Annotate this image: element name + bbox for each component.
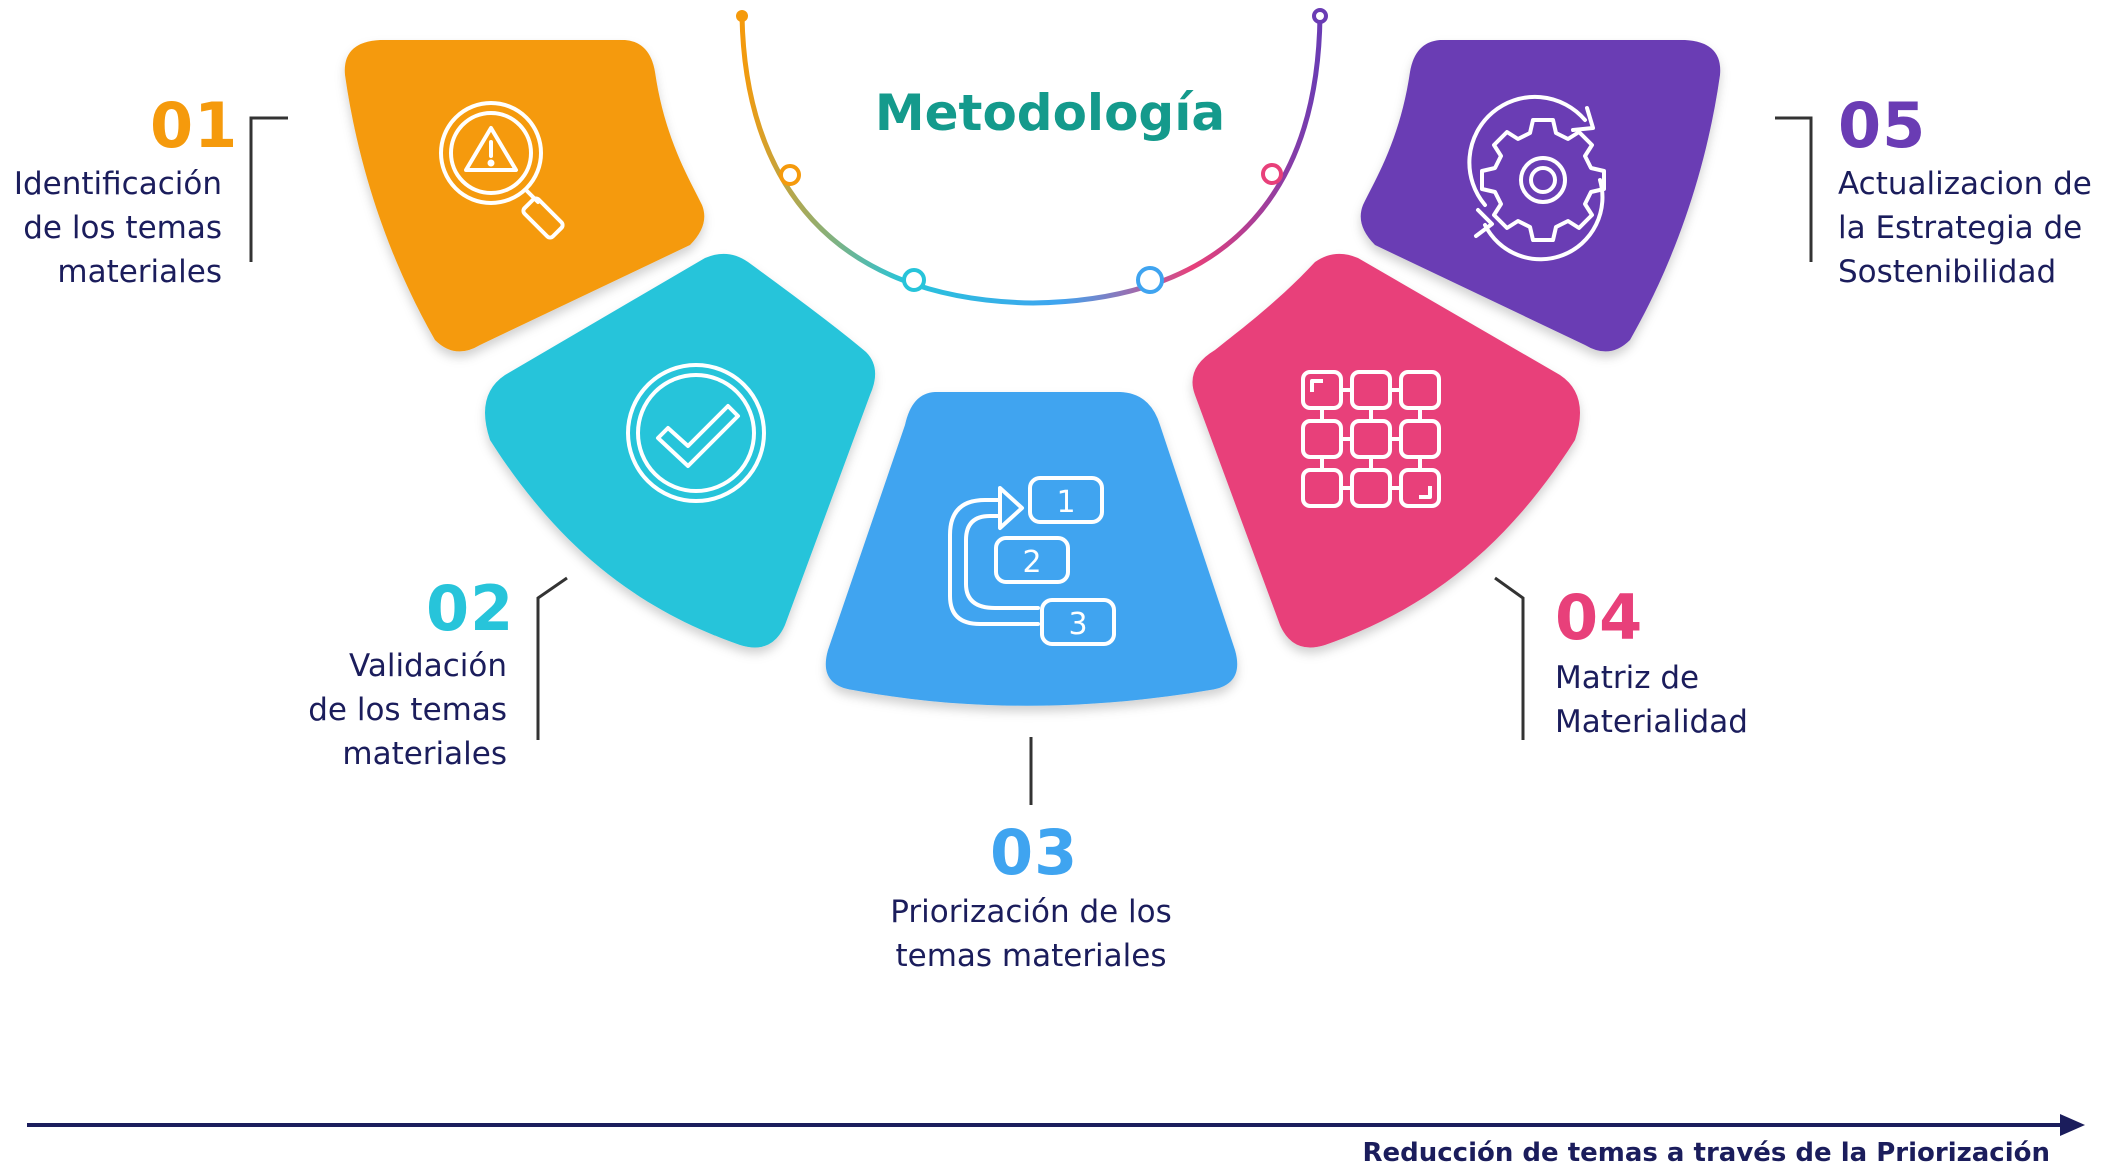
step-05-line-1: Actualizacion de — [1838, 166, 2092, 202]
segment-03 — [825, 392, 1238, 706]
top-arc — [739, 15, 1323, 306]
segment-05 — [1360, 40, 1721, 352]
arc-dot-3 — [902, 268, 926, 292]
step-03-line-2: temas materiales — [895, 938, 1167, 974]
step-01-line-2: de los temas — [23, 210, 222, 246]
step-01-text: Identificación de los temas materiales — [14, 162, 222, 294]
step-02-line-1: Validación — [349, 648, 507, 684]
step-04-line-1: Matriz de — [1555, 660, 1700, 696]
icon-label-2: 2 — [1022, 545, 1041, 580]
segment-01 — [344, 40, 705, 352]
arc-dot-2 — [779, 164, 801, 186]
step-05-number: 05 — [1838, 89, 1927, 162]
step-01-line-1: Identificación — [13, 166, 222, 202]
step-05-line-2: la Estrategia de — [1838, 210, 2083, 246]
diagram-title: Metodología — [874, 84, 1226, 142]
step-02-text: Validación de los temas materiales — [308, 644, 507, 776]
arc-dot-6 — [1312, 8, 1328, 24]
step-02-number: 02 — [426, 572, 515, 645]
arc-dot-4 — [1136, 266, 1164, 294]
check-circle-icon — [626, 363, 766, 503]
magnifier-warning-icon — [439, 101, 565, 240]
step-05-line-3: Sostenibilidad — [1838, 254, 2057, 290]
segment-04 — [1192, 253, 1580, 648]
axis-arrowhead — [2060, 1114, 2085, 1136]
icon-label-3: 3 — [1068, 607, 1087, 642]
segment-02 — [485, 253, 876, 648]
arc-dot-1 — [736, 10, 748, 22]
step-03-text: Priorización de los temas materiales — [831, 890, 1231, 978]
matrix-grid-icon — [1301, 370, 1441, 508]
leader-01 — [249, 116, 288, 262]
step-04-line-2: Materialidad — [1555, 704, 1748, 740]
step-03-line-1: Priorización de los — [890, 894, 1172, 930]
numbered-list-icon: 1 2 3 — [948, 476, 1116, 646]
step-04-text: Matriz de Materialidad — [1555, 656, 1748, 744]
step-01-number: 01 — [150, 89, 239, 162]
step-01-line-3: materiales — [57, 254, 222, 290]
axis-caption: Reducción de temas a través de la Priori… — [1362, 1138, 2050, 1168]
arc-dot-5 — [1261, 163, 1283, 185]
step-02-line-2: de los temas — [308, 692, 507, 728]
icon-label-1: 1 — [1056, 485, 1075, 520]
step-04-number: 04 — [1555, 581, 1644, 654]
step-02-line-3: materiales — [342, 736, 507, 772]
step-03-number: 03 — [990, 816, 1079, 889]
leader-05 — [1775, 116, 1813, 262]
gear-refresh-icon — [1467, 94, 1606, 262]
step-05-text: Actualizacion de la Estrategia de Sosten… — [1838, 162, 2092, 294]
leader-04 — [1494, 576, 1525, 740]
leader-02 — [536, 576, 568, 740]
